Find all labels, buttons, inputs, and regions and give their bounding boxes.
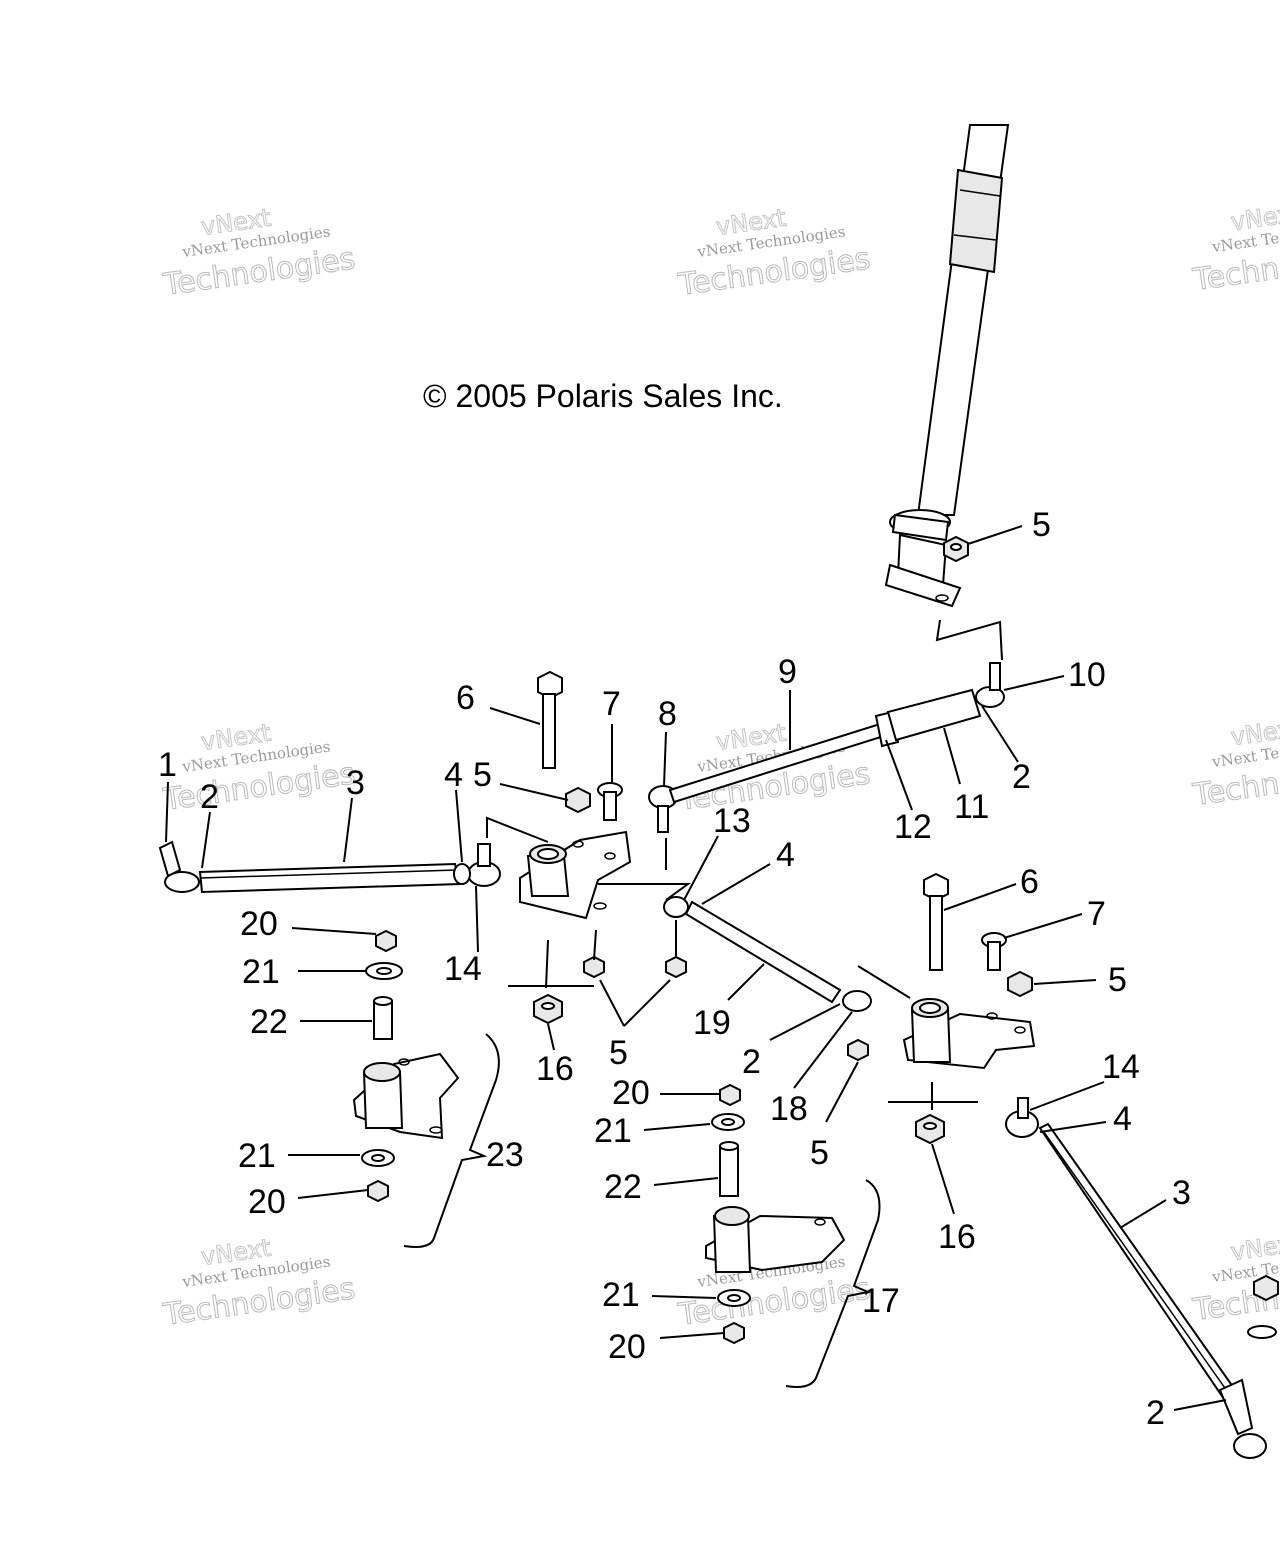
bellcrank-left [486,816,692,920]
watermark-middle-right: vNext vNext Technologies Technologies [1190,713,1280,813]
tie-rod-left [158,840,501,894]
callout-20-left-lower: 20 [248,1183,286,1221]
callout-2: 2 [200,778,219,816]
watermark-top-right: vNext vNext Technologies Technologies [1190,198,1280,298]
right-edge-parts [1247,1274,1279,1339]
callout-5-lower: 5 [810,1134,829,1172]
callout-2-lower-right: 2 [1146,1394,1165,1432]
callout-21-center: 21 [594,1112,632,1150]
callout-9: 9 [778,653,797,691]
callout-5: 5 [473,756,492,794]
callout-14-right: 14 [1102,1048,1140,1086]
nut-5-right [1007,970,1033,998]
nut-16-left [533,993,563,1025]
callout-23: 23 [486,1136,524,1174]
callout-21-center-lower: 21 [602,1276,640,1314]
callout-12: 12 [894,808,932,846]
callout-20-center-lower: 20 [608,1328,646,1366]
callout-22-center: 22 [604,1168,642,1206]
callout-3-right: 3 [1172,1174,1191,1212]
callout-6: 6 [456,679,475,717]
callout-16-right: 16 [938,1218,976,1256]
nut-16-right [915,1113,945,1145]
callout-21-left-lower: 21 [238,1137,276,1175]
callout-7-right: 7 [1087,895,1106,933]
bolt-7-left [597,782,623,821]
callout-16-left: 16 [536,1050,574,1088]
drag-link-center [668,662,1005,804]
watermark-bottom-left: vNext vNext Technologies Technologies [160,1233,358,1333]
callout-17: 17 [862,1282,900,1320]
copyright-text: © 2005 Polaris Sales Inc. [423,378,783,414]
watermark-top-center: vNext vNext Technologies Technologies [675,203,873,303]
relay-rod-19 [663,896,872,1012]
watermark-top-left: vNext vNext Technologies Technologies [160,203,358,303]
steering-column [884,124,1010,661]
callout-3: 3 [346,764,365,802]
spindle-stack-center [705,1083,881,1388]
callout-14-left: 14 [444,950,482,988]
callout-18: 18 [770,1090,808,1128]
bellcrank-right [857,965,1036,1110]
watermark-middle-left: vNext vNext Technologies Technologies [160,718,358,818]
bolt-7-right [981,932,1007,971]
callout-6-right: 6 [1020,863,1039,901]
callout-13: 13 [713,802,751,840]
leader-lines [165,525,1227,1411]
callout-10: 10 [1068,656,1106,694]
callout-1: 1 [158,746,177,784]
callout-5-center: 5 [609,1034,628,1072]
callout-4: 4 [444,756,463,794]
callout-5-right: 5 [1108,961,1127,999]
callout-11: 11 [954,788,989,826]
callout-20-left: 20 [240,905,278,943]
callout-20-center: 20 [612,1074,650,1112]
callout-5-top: 5 [1032,506,1051,544]
callout-labels: 1 2 3 4 5 6 7 8 9 5 10 2 11 12 13 4 6 7 … [158,506,1191,1432]
callout-8: 8 [658,695,677,733]
callout-21-left: 21 [242,953,280,991]
nuts-left-lower [583,955,869,1062]
callout-2-upper-right: 2 [1012,758,1031,796]
callout-4-middle: 4 [776,836,795,874]
callout-19: 19 [693,1004,731,1042]
nut-5-left [565,786,591,814]
nut-top [943,535,969,563]
callout-4-right: 4 [1113,1100,1132,1138]
bolt-6-right [923,872,949,971]
bolt-6-left [537,670,563,769]
callout-7: 7 [602,685,621,723]
spindle-stack-left [352,929,500,1248]
callout-2-center: 2 [742,1043,761,1081]
callout-22-left: 22 [250,1003,288,1041]
tie-rod-right [1005,1097,1267,1459]
watermark-bottom-right: vNext vNext Technologies Technologies [1190,1228,1280,1328]
